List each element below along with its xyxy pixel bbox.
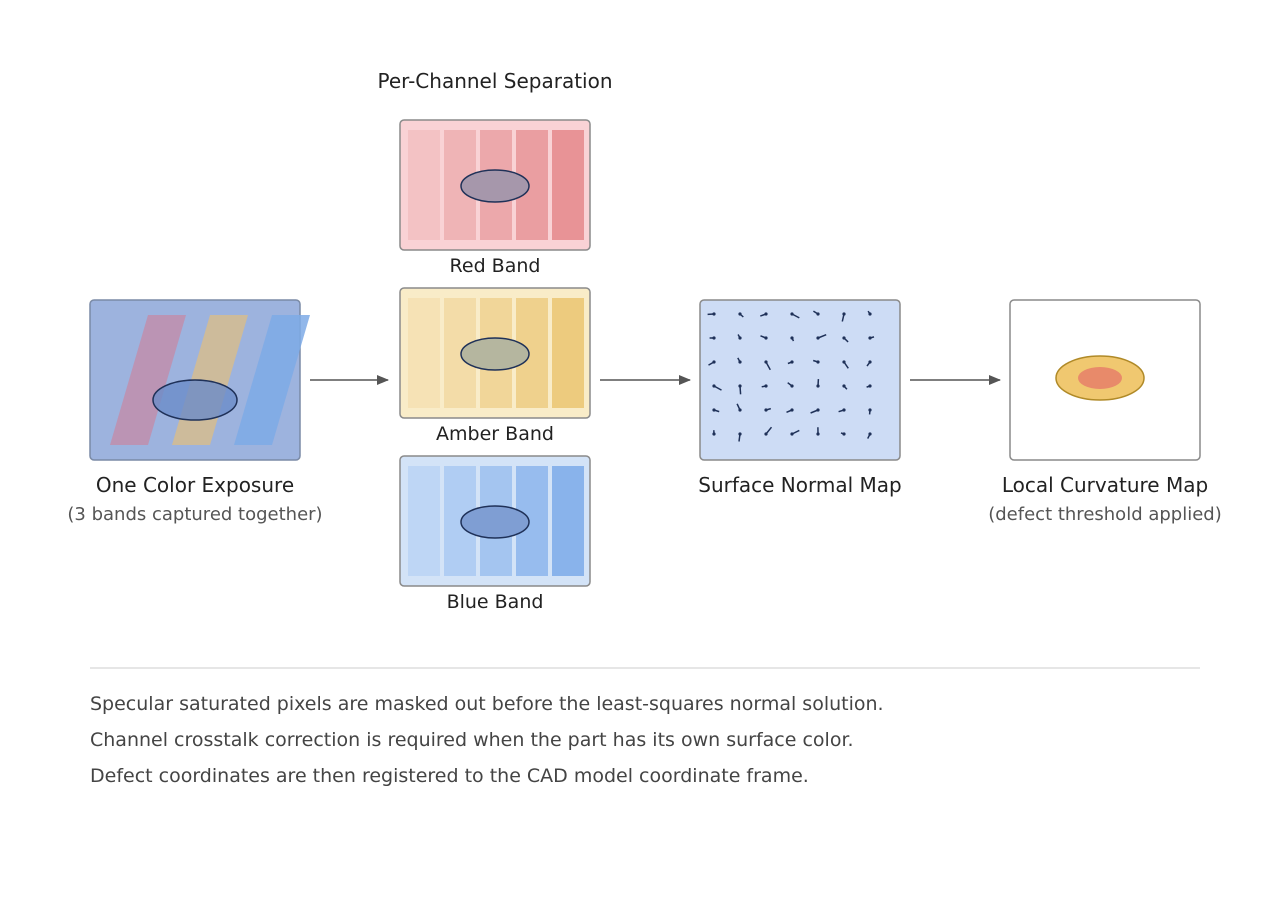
normal-needle-base <box>790 336 794 340</box>
normal-needle-base <box>738 384 742 388</box>
normal-needle-base <box>790 432 794 436</box>
normal-needle-base <box>712 408 716 412</box>
blue-band-node: Blue Band <box>399 455 591 613</box>
normal-needle-base <box>712 336 716 340</box>
amber-band-node: Amber Band <box>399 287 591 445</box>
normal-needle-base <box>764 360 768 364</box>
exposure-label: One Color Exposure <box>96 473 294 497</box>
normal-needle-base <box>738 336 742 340</box>
normal-needle-base <box>790 360 794 364</box>
normal-needle-base <box>764 432 768 436</box>
defect-ellipse <box>460 337 530 371</box>
normal-needle-base <box>842 360 846 364</box>
normal-needle-base <box>868 384 872 388</box>
curvature-map-node: Local Curvature Map (defect threshold ap… <box>988 299 1222 525</box>
note-line: Specular saturated pixels are masked out… <box>90 693 884 715</box>
normal-needle-base <box>816 312 820 316</box>
normal-needle-base <box>764 336 768 340</box>
normal-needle-base <box>790 408 794 412</box>
normal-needle-base <box>712 312 716 316</box>
normal-needle-base <box>816 408 820 412</box>
normal-needle-base <box>790 384 794 388</box>
curvature-defect-core <box>1078 367 1122 389</box>
defect-ellipse <box>460 169 530 203</box>
diagram-title: Per-Channel Separation <box>377 69 612 93</box>
normal-needle-base <box>842 312 846 316</box>
normal-needle-base <box>868 312 872 316</box>
curvature-map-label: Local Curvature Map <box>1002 473 1208 497</box>
normal-needle-base <box>738 432 742 436</box>
amber-strip <box>552 298 584 408</box>
normal-needle-base <box>868 360 872 364</box>
blue-strip <box>408 466 440 576</box>
normal-needle-base <box>764 312 768 316</box>
normal-needle-base <box>868 408 872 412</box>
normal-needle-base <box>842 432 846 436</box>
normal-needle-base <box>738 408 742 412</box>
curvature-map-sublabel: (defect threshold applied) <box>988 504 1222 525</box>
note-line: Channel crosstalk correction is required… <box>90 729 854 751</box>
defect-ellipse <box>152 379 238 421</box>
normal-needle-base <box>738 360 742 364</box>
normal-needle-base <box>712 384 716 388</box>
red-strip <box>408 130 440 240</box>
normal-needle-base <box>712 360 716 364</box>
blue-stripe <box>234 315 310 445</box>
normal-needle-base <box>868 432 872 436</box>
red-strip <box>552 130 584 240</box>
normal-needle-base <box>842 384 846 388</box>
normal-needle-base <box>868 336 872 340</box>
normal-needle-base <box>816 336 820 340</box>
normal-needle-base <box>764 408 768 412</box>
defect-ellipse <box>460 505 530 539</box>
red-band-node: Red Band <box>399 119 591 277</box>
normal-needle-base <box>712 432 716 436</box>
normal-map-node: Surface Normal Map <box>698 299 902 497</box>
amber-band-label: Amber Band <box>436 423 554 445</box>
red-stripe <box>110 315 186 445</box>
blue-strip <box>552 466 584 576</box>
normal-needle-base <box>816 384 820 388</box>
normal-needle-field <box>707 310 875 442</box>
normal-map-frame <box>699 299 901 461</box>
normal-needle-base <box>842 336 846 340</box>
normal-map-label: Surface Normal Map <box>698 473 901 497</box>
red-band-label: Red Band <box>450 255 541 277</box>
blue-band-label: Blue Band <box>447 591 544 613</box>
amber-strip <box>408 298 440 408</box>
normal-needle-base <box>790 312 794 316</box>
normal-needle-base <box>764 384 768 388</box>
note-line: Defect coordinates are then registered t… <box>90 765 809 787</box>
normal-needle-base <box>842 408 846 412</box>
normal-needle-base <box>816 360 820 364</box>
normal-needle-base <box>816 432 820 436</box>
exposure-sublabel: (3 bands captured together) <box>67 504 322 525</box>
exposure-node: One Color Exposure (3 bands captured tog… <box>67 299 323 525</box>
normal-needle-base <box>738 312 742 316</box>
